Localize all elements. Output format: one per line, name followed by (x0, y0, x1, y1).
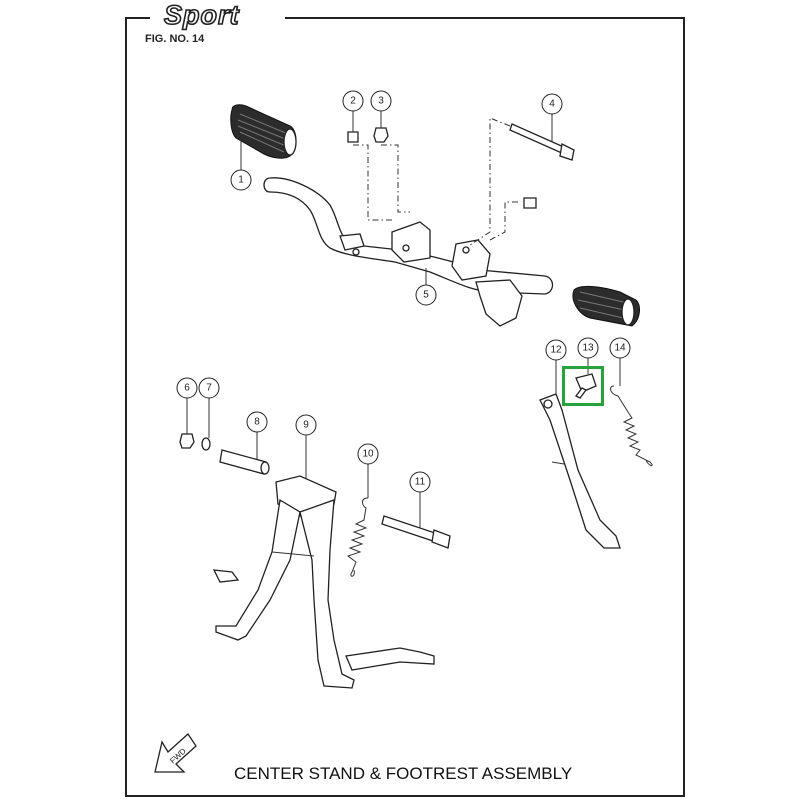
callout-2[interactable]: 2 (342, 90, 364, 112)
callout-7[interactable]: 7 (198, 377, 220, 399)
center-stand[interactable] (212, 475, 435, 689)
diagram-frame (125, 17, 685, 797)
callout-3-label: 3 (378, 96, 384, 107)
callout-1[interactable]: 1 (230, 169, 252, 191)
nut-3[interactable] (373, 127, 389, 143)
callout-5-label: 5 (423, 290, 429, 301)
callout-9[interactable]: 9 (295, 414, 317, 436)
callout-12-label: 12 (550, 345, 562, 356)
figure-number: FIG. NO. 14 (145, 33, 205, 45)
assembly-title: CENTER STAND & FOOTREST ASSEMBLY (234, 764, 573, 783)
washer-7[interactable] (201, 437, 211, 451)
callout-4[interactable]: 4 (541, 93, 563, 115)
brand-logo: Sport (150, 0, 285, 32)
shaft-8[interactable] (219, 449, 270, 475)
bolt-11[interactable] (381, 515, 451, 549)
callout-6[interactable]: 6 (176, 377, 198, 399)
callout-9-label: 9 (303, 420, 309, 431)
brand-logo-text: Sport (163, 0, 240, 31)
center-stand-spring[interactable] (346, 497, 369, 577)
fwd-arrow-icon: FWD (154, 733, 197, 773)
callout-8[interactable]: 8 (246, 411, 268, 433)
callout-7-label: 7 (206, 383, 212, 394)
callout-11-label: 11 (415, 477, 426, 488)
callout-10-label: 10 (362, 449, 374, 460)
bolt-2[interactable] (347, 126, 359, 143)
callout-11[interactable]: 11 (409, 471, 431, 493)
pivot-bolt-13[interactable] (575, 373, 597, 399)
callout-4-label: 4 (549, 99, 555, 110)
callout-13-label: 13 (582, 343, 594, 354)
callout-14[interactable]: 14 (609, 337, 631, 359)
callout-10[interactable]: 10 (357, 443, 379, 465)
callout-1-label: 1 (238, 175, 244, 186)
footrest-bar[interactable] (263, 177, 554, 327)
side-stand[interactable] (539, 393, 621, 549)
footrest-rubber-right[interactable] (572, 285, 640, 327)
bolt-small[interactable] (523, 197, 537, 209)
leader-lines (186, 110, 621, 528)
callout-12[interactable]: 12 (545, 339, 567, 361)
bolt-4[interactable] (509, 123, 575, 161)
side-stand-spring[interactable] (610, 385, 653, 467)
nut-6[interactable] (179, 433, 195, 449)
callout-5[interactable]: 5 (415, 284, 437, 306)
callout-6-label: 6 (184, 383, 190, 394)
callout-8-label: 8 (254, 417, 260, 428)
callout-3[interactable]: 3 (370, 90, 392, 112)
callout-2-label: 2 (350, 96, 356, 107)
callout-14-label: 14 (614, 343, 626, 354)
footrest-rubber-left[interactable] (230, 104, 297, 159)
callout-13[interactable]: 13 (577, 337, 599, 359)
part-13-highlight (562, 366, 604, 406)
